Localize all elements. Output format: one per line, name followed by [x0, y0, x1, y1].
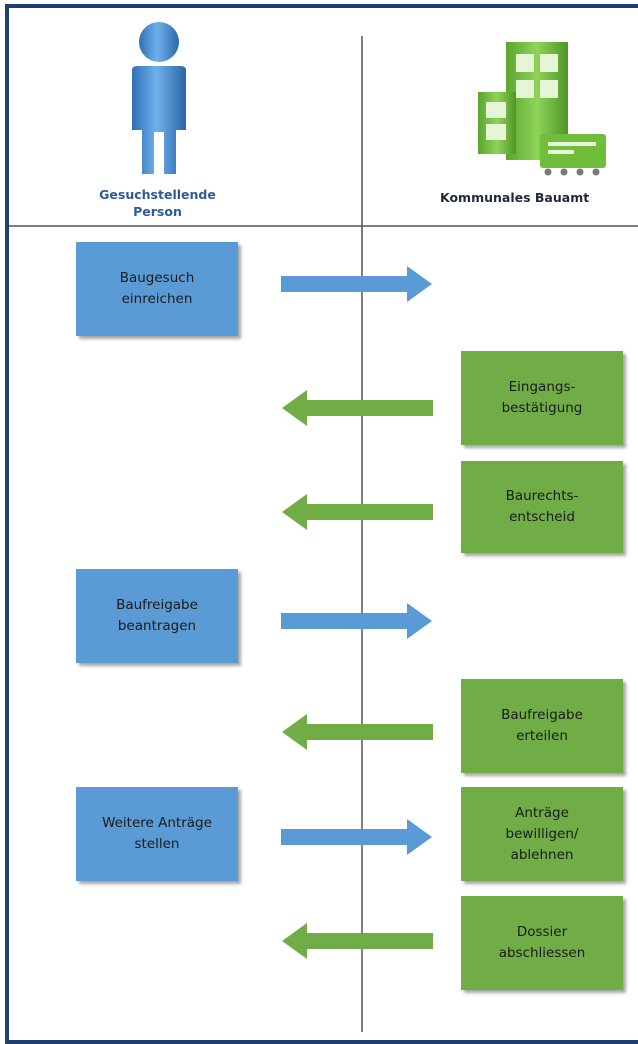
step-box-baugesuch-einreichen: Baugesuch einreichen	[76, 242, 238, 336]
step-box-baurechtsentscheid: Baurechts- entscheid	[461, 461, 623, 553]
arrow-left-2	[282, 494, 433, 530]
step-box-baufreigabe-beantragen: Baufreigabe beantragen	[76, 569, 238, 663]
arrow-left-3	[282, 714, 433, 750]
step-box-weitere-antraege-stellen: Weitere Anträge stellen	[76, 787, 238, 881]
building-icon	[478, 42, 606, 176]
step-box-dossier-abschliessen: Dossier abschliessen	[461, 896, 623, 990]
arrow-right-1	[281, 266, 432, 302]
step-box-eingangsbestaetigung: Eingangs- bestätigung	[461, 351, 623, 445]
step-box-antraege-bewilligen-ablehnen: Anträge bewilligen/ ablehnen	[461, 787, 623, 881]
arrow-left-4	[282, 923, 433, 959]
step-box-baufreigabe-erteilen: Baufreigabe erteilen	[461, 679, 623, 773]
person-label: Gesuchstellende Person	[99, 187, 216, 219]
person-icon	[132, 22, 186, 174]
arrow-right-3	[281, 819, 432, 855]
arrow-right-2	[281, 603, 432, 639]
office-label: Kommunales Bauamt	[440, 190, 590, 205]
arrow-left-1	[282, 390, 433, 426]
